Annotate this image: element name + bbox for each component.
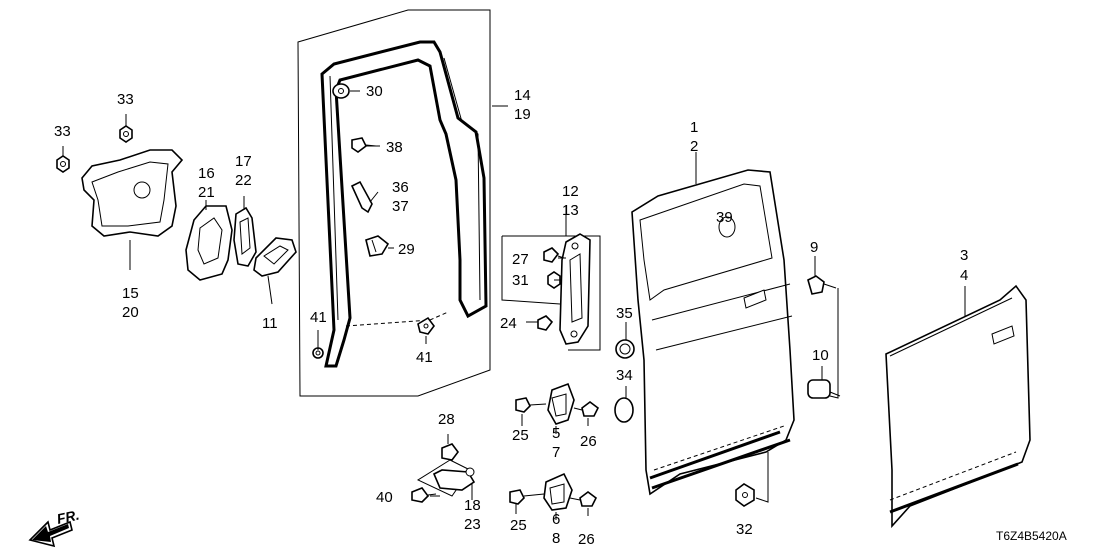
label-17: 17 <box>235 153 252 170</box>
label-12: 12 <box>562 183 579 200</box>
bolt-25-lower <box>509 489 545 505</box>
label-21: 21 <box>198 184 215 201</box>
nut-33-right <box>119 125 133 143</box>
label-25: 25 <box>512 427 529 444</box>
label-41: 41 <box>416 349 433 366</box>
label-26: 26 <box>578 531 595 548</box>
label-1: 1 <box>690 119 698 136</box>
hinge-5-7 <box>547 382 575 425</box>
label-27: 27 <box>512 251 529 268</box>
label-31: 31 <box>512 272 529 289</box>
nut-32 <box>735 483 755 507</box>
leader-lines <box>62 90 966 520</box>
hinge-bracket <box>559 233 591 345</box>
trim-36-37 <box>350 180 373 214</box>
grommet-30 <box>332 83 350 99</box>
label-29: 29 <box>398 241 415 258</box>
label-40: 40 <box>376 489 393 506</box>
label-35: 35 <box>616 305 633 322</box>
label-11: 11 <box>262 315 278 332</box>
front-indicator: FR. <box>28 507 81 548</box>
label-13: 13 <box>562 202 579 219</box>
bolt-25-upper <box>515 397 547 413</box>
sealing-pad-16-21 <box>185 205 233 281</box>
grommet-29 <box>365 235 390 257</box>
bolt-27 <box>543 247 565 263</box>
label-19: 19 <box>514 106 531 123</box>
bumper-35 <box>615 339 635 359</box>
label-41: 41 <box>310 309 327 326</box>
hinge-group-box <box>501 235 601 351</box>
bumper-10 <box>807 379 841 399</box>
label-36: 36 <box>392 179 409 196</box>
stopper-9 <box>807 275 837 295</box>
nut-33-left <box>56 155 70 173</box>
part-labels: 33 33 16 21 17 22 15 20 11 30 38 36 37 2… <box>54 83 968 548</box>
label-16: 16 <box>198 165 215 182</box>
clip-38 <box>351 137 377 153</box>
door-skin <box>885 284 1031 529</box>
label-33: 33 <box>117 91 134 108</box>
diagram-code: T6Z4B5420A <box>996 529 1067 543</box>
label-15: 15 <box>122 285 139 302</box>
label-30: 30 <box>366 83 383 100</box>
sealing-pad-17-22 <box>233 206 257 267</box>
label-6: 6 <box>552 511 560 528</box>
label-32: 32 <box>736 521 753 538</box>
door-panel <box>631 169 795 496</box>
front-indicator-label: FR. <box>55 507 80 527</box>
label-10: 10 <box>812 347 829 364</box>
door-stopper-11 <box>253 237 297 277</box>
label-9: 9 <box>810 239 818 256</box>
weatherstrip-group-box <box>297 9 491 397</box>
label-22: 22 <box>235 172 252 189</box>
label-3: 3 <box>960 247 968 264</box>
label-20: 20 <box>122 304 139 321</box>
grommet-34 <box>614 397 634 423</box>
label-38: 38 <box>386 139 403 156</box>
label-2: 2 <box>690 138 698 155</box>
label-7: 7 <box>552 444 560 461</box>
label-33: 33 <box>54 123 71 140</box>
bolt-26-lower <box>569 491 598 507</box>
clip-41-right <box>417 316 435 335</box>
label-23: 23 <box>464 516 481 533</box>
label-14: 14 <box>514 87 531 104</box>
check-link-18-23 <box>416 459 476 497</box>
label-28: 28 <box>438 411 455 428</box>
label-4: 4 <box>960 267 968 284</box>
label-34: 34 <box>616 367 633 384</box>
label-18: 18 <box>464 497 481 514</box>
label-37: 37 <box>392 198 409 215</box>
label-5: 5 <box>552 425 560 442</box>
label-8: 8 <box>552 530 560 547</box>
label-39: 39 <box>716 209 733 226</box>
door-seal-cover <box>81 149 184 237</box>
bolt-26-upper <box>573 401 600 417</box>
hinge-6-8 <box>543 472 573 511</box>
bolt-28 <box>441 443 459 461</box>
label-26: 26 <box>580 433 597 450</box>
bolt-40 <box>411 487 437 503</box>
label-25: 25 <box>510 517 527 534</box>
bolt-24 <box>537 315 554 331</box>
label-24: 24 <box>500 315 517 332</box>
